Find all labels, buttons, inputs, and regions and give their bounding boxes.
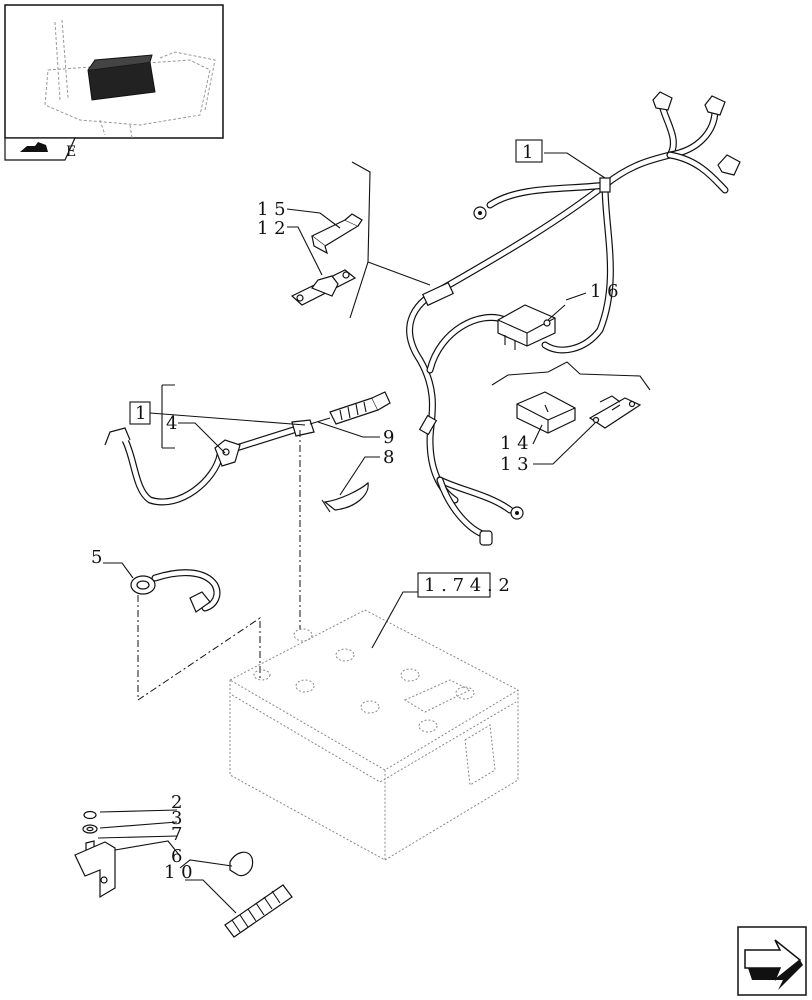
callout-8: 8 <box>383 447 394 468</box>
callout-13: 1 3 <box>500 454 529 475</box>
main-wiring-harness[interactable] <box>406 91 741 546</box>
callout-9: 9 <box>383 427 394 448</box>
locator-thumbnail <box>4 4 224 139</box>
section-tab[interactable]: E <box>4 137 76 161</box>
callout-14: 1 4 <box>500 433 529 454</box>
ground-strap-5[interactable] <box>130 569 221 613</box>
callout-1-top: 1 <box>522 142 533 163</box>
callout-10: 1 0 <box>164 862 193 883</box>
bracket-12[interactable] <box>290 269 357 306</box>
nut-2[interactable] <box>83 810 97 820</box>
callout-labels: 1 1 1 . 7 4 . 2 1 5 1 2 1 6 4 9 8 1 4 1 … <box>91 142 619 883</box>
callout-12: 1 2 <box>257 218 286 239</box>
callout-1-74-2: 1 . 7 4 . 2 <box>424 575 510 596</box>
connector-13[interactable] <box>588 395 642 429</box>
cover-14[interactable] <box>516 391 576 434</box>
callout-15: 1 5 <box>257 199 286 220</box>
clip-10-a[interactable] <box>229 851 254 877</box>
callout-1-left: 1 <box>135 403 146 424</box>
callout-7: 7 <box>171 824 182 845</box>
battery-cable-1[interactable] <box>104 419 315 506</box>
ref-box-1-74-2 <box>417 572 491 598</box>
callout-6: 6 <box>171 846 182 867</box>
washer-3[interactable] <box>82 824 98 834</box>
section-letter: E <box>66 144 76 160</box>
callout-2: 2 <box>171 792 182 813</box>
callout-5: 5 <box>91 547 102 568</box>
relay-box-16[interactable] <box>497 304 566 350</box>
battery-phantom <box>228 609 520 861</box>
callout-4: 4 <box>166 413 177 434</box>
ref-box-left <box>129 401 151 425</box>
tractor-icon <box>20 142 48 152</box>
callout-16: 1 6 <box>590 281 619 302</box>
cable-clip-8[interactable] <box>321 481 369 513</box>
terminal-bolt-9[interactable] <box>309 391 391 425</box>
ref-box-top <box>515 139 543 163</box>
bracket-6[interactable] <box>74 841 116 899</box>
corrugated-sleeve-10[interactable] <box>224 884 293 938</box>
leader-lines <box>97 152 606 914</box>
next-page-button[interactable] <box>737 926 807 996</box>
fuse-holder-15[interactable] <box>310 213 363 255</box>
callout-3: 3 <box>171 808 182 829</box>
